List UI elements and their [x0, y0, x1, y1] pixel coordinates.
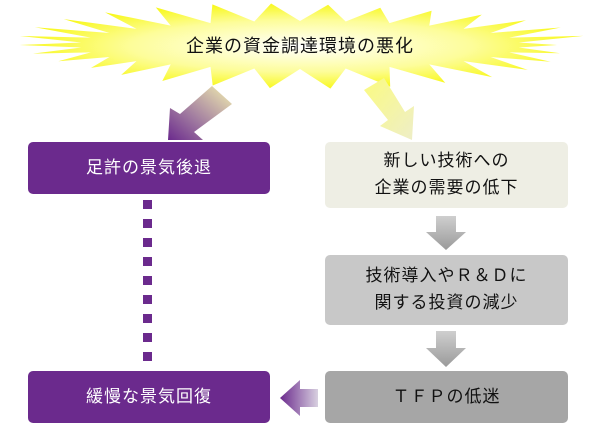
node-label-line2: 企業の需要の低下: [374, 178, 519, 198]
burst-label: 企業の資金調達環境の悪化: [186, 36, 414, 57]
arrow-to-demand: [364, 78, 414, 140]
node-label: 足許の景気後退: [86, 157, 212, 178]
node-label-line1: 技術導入やＲ＆Ｄに: [365, 266, 528, 286]
burst-shape: [19, 3, 584, 89]
node-label: ＴＦＰの低迷: [392, 386, 501, 407]
arrow-to-recession: [168, 86, 232, 140]
arrow-tfp-to-slow: [280, 380, 318, 416]
arrow-invest-to-tfp: [426, 331, 466, 367]
node-tfp-slump: ＴＦＰの低迷: [325, 371, 568, 423]
node-investment-decline: 技術導入やＲ＆Ｄに 関する投資の減少: [325, 255, 568, 325]
node-label-line2: 関する投資の減少: [374, 293, 519, 313]
node-tech-demand-decline: 新しい技術への 企業の需要の低下: [325, 142, 568, 208]
node-label-line1: 新しい技術への: [383, 151, 510, 171]
arrow-demand-to-invest: [426, 216, 466, 250]
dotted-connector: [143, 200, 152, 361]
node-slow-recovery: 緩慢な景気回復: [28, 371, 270, 423]
node-current-recession: 足許の景気後退: [28, 142, 270, 194]
node-label: 緩慢な景気回復: [86, 386, 212, 407]
